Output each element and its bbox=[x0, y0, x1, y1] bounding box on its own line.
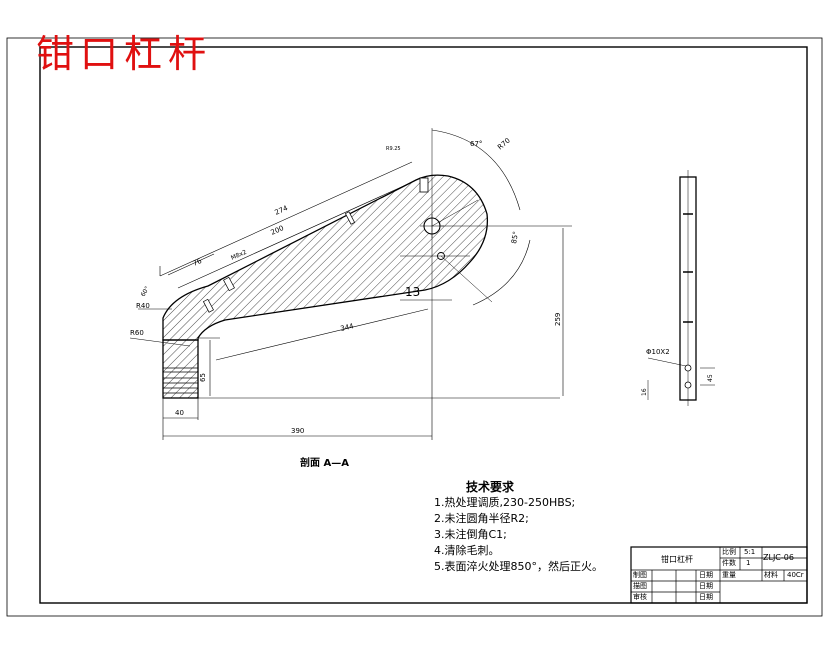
tb-check-label: 审核 bbox=[633, 593, 647, 601]
tech-req-item: 1.热处理调质,230-250HBS; bbox=[434, 496, 576, 509]
tech-req-item: 5.表面淬火处理850°，然后正火。 bbox=[434, 560, 603, 573]
outer-border bbox=[6, 37, 823, 617]
dim-344: 344 bbox=[340, 322, 355, 333]
tb-date-label: 日期 bbox=[699, 571, 713, 579]
section-view-label: 剖面 A—A bbox=[300, 458, 349, 469]
tb-drawing-no: ZLJC-06 bbox=[763, 553, 794, 562]
title-block-grid bbox=[630, 546, 808, 604]
tb-weight-label: 重量 bbox=[722, 571, 736, 579]
tb-material-label: 材料 bbox=[764, 571, 778, 579]
inner-frame bbox=[39, 46, 808, 604]
dim-r60: R60 bbox=[130, 329, 144, 337]
thread-hole bbox=[223, 276, 235, 292]
dim-r40: R40 bbox=[136, 302, 150, 310]
tb-material-value: 40Cr bbox=[787, 571, 804, 579]
tb-scale-label: 比例 bbox=[722, 548, 736, 556]
dim-angle-85: 85° bbox=[510, 231, 520, 245]
dim-259: 259 bbox=[554, 313, 562, 326]
tb-date-label: 日期 bbox=[699, 582, 713, 590]
tb-part-name: 钳口杠杆 bbox=[661, 555, 693, 564]
tb-date-label: 日期 bbox=[699, 593, 713, 601]
top-slot bbox=[419, 177, 429, 193]
title-block: 钳口杠杆 比例 5:1 件数 1 ZLJC-06 重量 材料 40Cr 制图 描… bbox=[631, 547, 807, 603]
tb-design-label: 描图 bbox=[633, 582, 647, 590]
tech-req-item: 4.清除毛刺。 bbox=[434, 544, 500, 557]
tech-req-item: 2.未注圆角半径R2; bbox=[434, 512, 529, 525]
tb-draw-label: 制图 bbox=[633, 571, 647, 579]
dim-65: 65 bbox=[199, 373, 207, 382]
dim-200: 200 bbox=[270, 224, 285, 237]
jaw-block bbox=[162, 339, 199, 399]
dim-hole-dia: Φ10X2 bbox=[646, 348, 670, 356]
lever-section-view: 274 200 76 M8x2 344 390 40 65 259 13 R40… bbox=[129, 128, 572, 440]
tb-scale-value: 5:1 bbox=[744, 548, 756, 556]
dim-16: 16 bbox=[641, 388, 648, 396]
dim-r70: R70 bbox=[496, 137, 512, 152]
dim-angle-60: 60° bbox=[140, 285, 151, 298]
dim-274: 274 bbox=[274, 204, 290, 217]
tb-qty-value: 1 bbox=[746, 559, 751, 567]
dim-small-r: R9.25 bbox=[386, 146, 401, 152]
tech-req-item: 3.未注倒角C1; bbox=[434, 528, 507, 541]
dim-390: 390 bbox=[291, 427, 304, 435]
tech-req-title: 技术要求 bbox=[466, 480, 515, 494]
side-view: Φ10X2 45 16 bbox=[641, 170, 715, 406]
technical-requirements: 技术要求 1.热处理调质,230-250HBS; 2.未注圆角半径R2; 3.未… bbox=[434, 479, 603, 575]
lever-body bbox=[162, 174, 489, 341]
dim-thread: M8x2 bbox=[230, 249, 248, 262]
dim-76: 76 bbox=[192, 257, 204, 268]
drawing-title-red: 钳口杠杆 bbox=[36, 32, 213, 76]
dim-40: 40 bbox=[175, 409, 184, 417]
dim-13: 13 bbox=[405, 285, 420, 299]
tb-qty-label: 件数 bbox=[722, 559, 736, 567]
dim-angle-67: 67° bbox=[470, 140, 482, 148]
dim-45: 45 bbox=[707, 374, 714, 382]
